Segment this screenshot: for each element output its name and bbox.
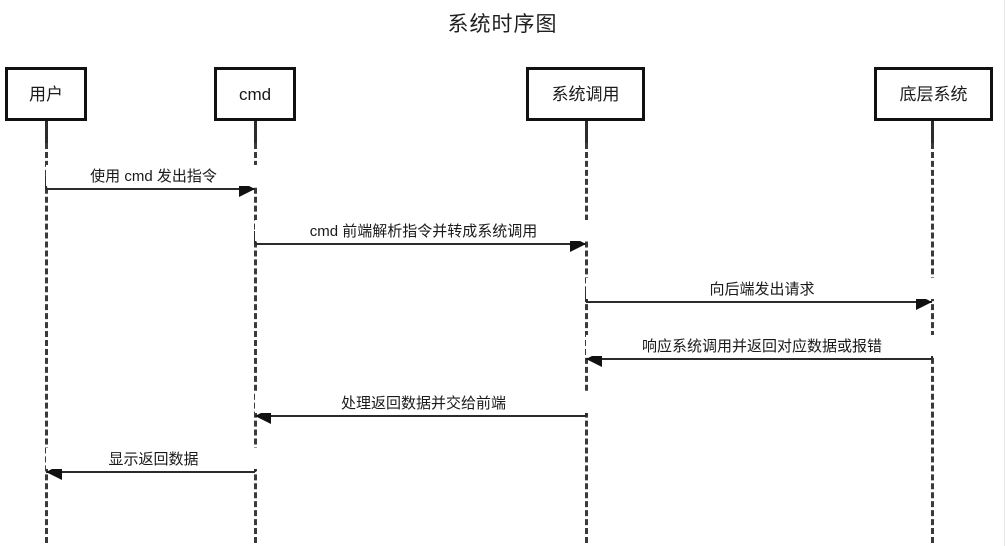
lifeline-cmd (254, 143, 257, 543)
lifeline-stub-syscall (585, 121, 588, 143)
participant-box-cmd[interactable]: cmd (214, 67, 296, 121)
participant-label-user: 用户 (29, 84, 63, 104)
participant-box-lowsys[interactable]: 底层系统 (874, 67, 993, 121)
lifeline-stub-lowsys (931, 121, 934, 143)
message-label-3: 向后端发出请求 (586, 278, 938, 299)
message-label-6: 显示返回数据 (46, 448, 261, 469)
participant-label-cmd: cmd (238, 84, 272, 104)
message-line-2 (255, 243, 586, 245)
lifeline-stub-user (45, 121, 48, 143)
participant-box-syscall[interactable]: 系统调用 (526, 67, 645, 121)
message-line-3 (586, 301, 932, 303)
message-line-1 (46, 188, 255, 190)
message-label-4: 响应系统调用并返回对应数据或报错 (586, 335, 938, 356)
lifeline-user (45, 143, 48, 543)
participant-label-syscall: 系统调用 (551, 84, 620, 104)
page-title: 系统时序图 (447, 13, 558, 36)
participant-label-lowsys: 底层系统 (899, 84, 968, 104)
message-label-2: cmd 前端解析指令并转成系统调用 (255, 220, 592, 241)
participant-box-user[interactable]: 用户 (5, 67, 87, 121)
message-line-6 (46, 471, 255, 473)
message-line-5 (255, 415, 586, 417)
message-line-4 (586, 358, 932, 360)
lifeline-stub-cmd (254, 121, 257, 143)
message-label-5: 处理返回数据并交给前端 (255, 392, 592, 413)
message-label-1: 使用 cmd 发出指令 (46, 165, 261, 186)
